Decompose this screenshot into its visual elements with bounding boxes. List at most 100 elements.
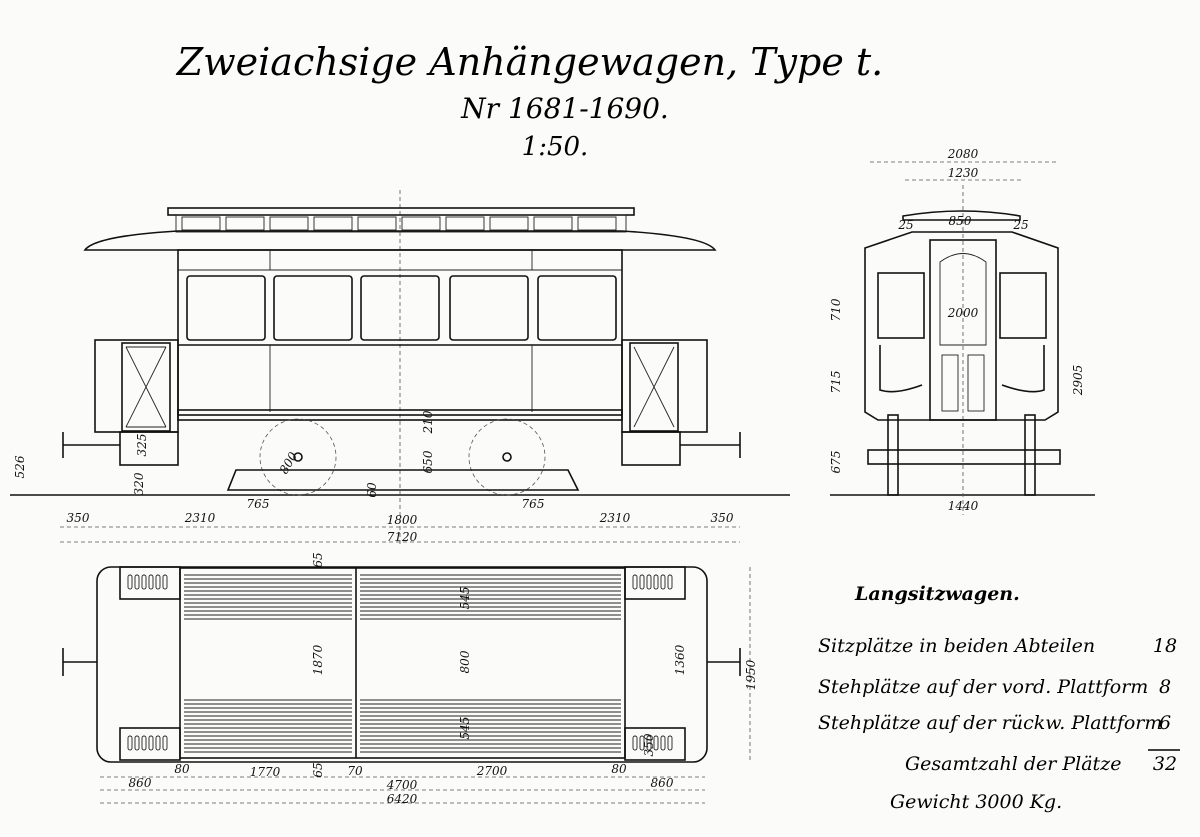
side-windows (186, 275, 617, 341)
weight-label: Gewicht 3000 Kg. (890, 791, 1062, 813)
dim-350-right: 350 (711, 511, 734, 525)
dim-210: 210 (421, 410, 435, 434)
plan-body (179, 567, 626, 759)
dim-350-left: 350 (67, 511, 90, 525)
dim-25-left: 25 (897, 218, 913, 232)
vent-slot (639, 574, 645, 590)
dim-2310-right: 2310 (599, 511, 631, 525)
dim-1770: 1770 (250, 765, 281, 779)
capacity-table: Langsitzwagen. Sitzplätze in beiden Abte… (818, 583, 1180, 813)
dim-545-bottom: 545 (458, 717, 472, 740)
front-standing-value: 8 (1159, 676, 1171, 698)
vent-slot (632, 735, 638, 751)
vent-slot (141, 574, 147, 590)
vent-slot (134, 574, 140, 590)
clerestory-window (445, 216, 485, 231)
dim-6420: 6420 (387, 792, 418, 806)
dim-860-left: 860 (129, 776, 152, 790)
clerestory-window (577, 216, 617, 231)
clerestory-window (357, 216, 397, 231)
car-numbers: Nr 1681-1690. (460, 92, 669, 125)
dim-1360: 1360 (673, 644, 687, 675)
plan-view: 65 545 1870 800 1360 1950 545 350 65 80 … (62, 552, 758, 806)
seats-label: Sitzplätze in beiden Abteilen (818, 635, 1095, 657)
dim-2080: 2080 (947, 147, 979, 161)
clerestory-window (533, 216, 573, 231)
axle (867, 449, 1061, 465)
dim-2700: 2700 (476, 764, 508, 778)
vent-slot (660, 574, 666, 590)
vent-slot (134, 735, 140, 751)
vent-slot (667, 574, 673, 590)
vent-slot (127, 735, 133, 751)
dim-total-length: 7120 (387, 530, 418, 544)
vent-slot (155, 574, 161, 590)
scale-label: 1:50. (522, 132, 589, 162)
left-platform (94, 339, 179, 433)
dim-850: 850 (949, 214, 972, 228)
seats-value: 18 (1153, 635, 1177, 657)
dim-1230: 1230 (948, 166, 979, 180)
dim-70: 70 (347, 764, 363, 778)
dim-1950: 1950 (744, 659, 758, 690)
dim-765-right: 765 (522, 497, 545, 511)
platform-vents (127, 574, 673, 751)
couplers (62, 432, 741, 458)
vent-slot (162, 735, 168, 751)
side-elevation: 526 325 320 210 650 800 60 765 765 350 2… (10, 190, 790, 545)
vent-slot (155, 735, 161, 751)
end-door (929, 239, 997, 421)
end-elevation: 2080 1230 25 850 25 2000 710 715 2905 67… (829, 147, 1095, 515)
vent-slot (646, 735, 652, 751)
seat-benches (184, 574, 621, 753)
clerestory-window (225, 216, 265, 231)
vent-slot (667, 735, 673, 751)
clerestory-windows (181, 216, 617, 231)
dim-25-right: 25 (1012, 218, 1028, 232)
end-roof (902, 210, 1021, 221)
dim-650: 650 (421, 450, 435, 473)
front-standing-label: Stehplätze auf der vord. Plattform (818, 676, 1148, 698)
dim-800-aisle: 800 (458, 650, 472, 673)
title-block: Zweiachsige Anhängewagen, Type t. Nr 168… (176, 40, 884, 162)
clerestory-roof (167, 207, 635, 216)
dim-526: 526 (13, 455, 27, 478)
dim-65-top: 65 (311, 552, 325, 567)
dim-325: 325 (135, 434, 149, 457)
vent-slot (148, 574, 154, 590)
dim-1440: 1440 (948, 499, 979, 513)
car-body (177, 249, 623, 416)
right-wheel (1024, 414, 1036, 496)
dim-65-bottom: 65 (311, 762, 325, 777)
dim-4700: 4700 (386, 778, 418, 792)
clerestory-window (181, 216, 221, 231)
side-window (360, 275, 440, 341)
vent-slot (653, 735, 659, 751)
clerestory-window (269, 216, 309, 231)
right-step (621, 431, 681, 466)
dim-715: 715 (829, 371, 843, 394)
vent-slot (632, 574, 638, 590)
clerestory-window (489, 216, 529, 231)
dim-wheelbase: 1800 (387, 513, 418, 527)
dim-675: 675 (829, 451, 843, 474)
rear-wheel (468, 418, 546, 496)
vent-slot (162, 574, 168, 590)
plan-outline (96, 566, 708, 763)
vent-slot (127, 574, 133, 590)
dim-2000: 2000 (947, 306, 979, 320)
right-platform (621, 339, 708, 433)
vent-slot (646, 574, 652, 590)
dim-2905: 2905 (1071, 365, 1085, 397)
dim-80-right: 80 (611, 762, 627, 776)
dim-60: 60 (365, 482, 379, 498)
side-window (449, 275, 529, 341)
dim-2310-left: 2310 (184, 511, 216, 525)
dim-80-left: 80 (174, 762, 190, 776)
total-label: Gesamtzahl der Plätze (905, 753, 1121, 775)
car-type-heading: Langsitzwagen. (854, 583, 1020, 605)
vent-slot (141, 735, 147, 751)
dim-710: 710 (829, 298, 843, 321)
drawing-title: Zweiachsige Anhängewagen, Type t. (176, 40, 884, 84)
